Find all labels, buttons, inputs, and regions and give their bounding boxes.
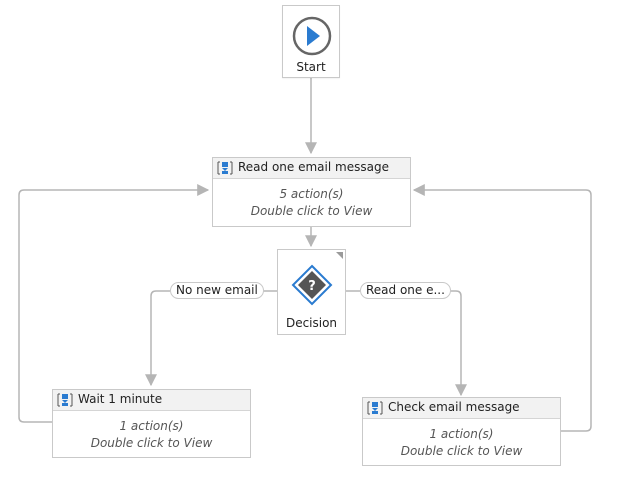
sequence-header: Read one email message [213, 158, 410, 179]
sequence-icon [57, 393, 73, 407]
connector-wait-loop-back [18, 184, 210, 423]
play-icon [292, 16, 332, 56]
sequence-hint: Double click to View [250, 204, 373, 218]
decision-corner-marker [336, 252, 343, 259]
sequence-action-count: 1 action(s) [429, 427, 494, 441]
connector-right-pill-to-check [446, 290, 467, 397]
connector-check-loop-back [412, 184, 592, 432]
svg-text:?: ? [308, 279, 316, 294]
branch-label-right[interactable]: Read one e... [360, 282, 451, 299]
sequence-title: Check email message [388, 400, 520, 414]
sequence-hint: Double click to View [90, 436, 213, 450]
decision-node[interactable]: ? Decision [277, 249, 346, 335]
branch-label-left[interactable]: No new email [170, 282, 264, 299]
sequence-icon [217, 161, 233, 175]
sequence-title: Wait 1 minute [78, 392, 163, 406]
sequence-title: Read one email message [238, 160, 389, 174]
sequence-wait[interactable]: Wait 1 minute 1 action(s) Double click t… [52, 389, 251, 458]
sequence-icon [367, 401, 383, 415]
sequence-action-count: 5 action(s) [279, 187, 344, 201]
start-node[interactable]: Start [282, 5, 340, 78]
sequence-action-count: 1 action(s) [119, 419, 184, 433]
decision-label: Decision [285, 316, 338, 330]
sequence-header: Check email message [363, 398, 560, 419]
sequence-hint: Double click to View [400, 444, 523, 458]
sequence-read-email[interactable]: Read one email message 5 action(s) Doubl… [212, 157, 411, 227]
sequence-header: Wait 1 minute [53, 390, 250, 411]
start-label: Start [296, 60, 326, 74]
decision-diamond-icon: ? [291, 264, 333, 306]
sequence-check-email[interactable]: Check email message 1 action(s) Double c… [362, 397, 561, 466]
connector-left-pill-to-wait [145, 290, 170, 387]
